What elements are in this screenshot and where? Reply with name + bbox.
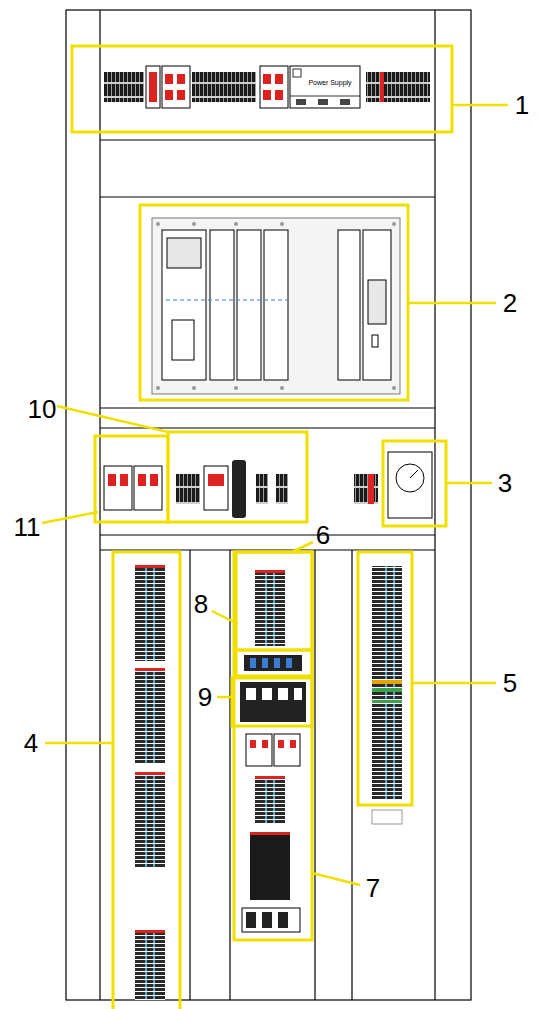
callout-number: 9 — [198, 684, 212, 710]
leader-lines — [42, 105, 508, 885]
callout-number: 10 — [28, 396, 57, 422]
callout-number: 4 — [24, 730, 38, 756]
callout-number: 8 — [194, 591, 208, 617]
callout-frames — [72, 46, 452, 1009]
plc-rack — [152, 218, 400, 394]
cabinet — [66, 10, 471, 1000]
callout-number: 7 — [366, 875, 380, 901]
callout-number: 2 — [503, 290, 517, 316]
callout-number: 1 — [515, 92, 529, 118]
terminal-strips — [135, 565, 402, 1000]
callout-number: 3 — [498, 470, 512, 496]
callout-number: 5 — [503, 670, 517, 696]
callout-number: 6 — [316, 522, 330, 548]
top-rail-devices — [104, 66, 430, 108]
device-label: Power Supply — [308, 79, 351, 86]
callout-number: 11 — [14, 514, 41, 540]
